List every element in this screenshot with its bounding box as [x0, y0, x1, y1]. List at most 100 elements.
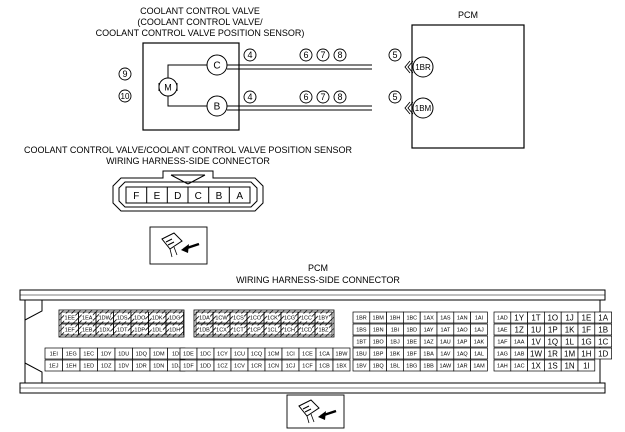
pcm-pin-label: 1AA: [514, 339, 525, 345]
pcm-pin-label: 1BM: [373, 315, 385, 321]
pcm-pin-label: 1P: [548, 325, 558, 334]
pcm-pin-cell: [594, 335, 612, 348]
pcm-pin-cell: [332, 347, 351, 360]
pcm-pin-label: 1G: [581, 337, 592, 346]
pcm-pin-label: 1CG: [284, 315, 295, 321]
pcm-pin-label: 1AF: [497, 339, 508, 345]
pcm-pin-label: 1Y: [514, 313, 524, 322]
pcm-pin-label: 1AG: [497, 351, 508, 357]
pcm-pin-label: 1BH: [390, 315, 401, 321]
pcm-pin-label: 1EG: [66, 351, 77, 357]
pcm-pin-label: 1DK: [152, 315, 163, 321]
pcm-pin-label-bg: [134, 325, 146, 334]
valve-connector-pin-c: C: [195, 191, 202, 202]
pcm-pin-label: 1AC: [514, 363, 525, 369]
pcm-pin-cell: [594, 311, 612, 324]
pcm-pin-label: 1EI: [50, 351, 59, 357]
pcm-pin-label: 1AZ: [424, 339, 435, 345]
valve-connector-pin-a: A: [236, 191, 243, 202]
pcm-pin-label: 1DE: [183, 351, 194, 357]
pcm-pin-label: 1CN: [268, 363, 279, 369]
pcm-pin-label: 1CK: [267, 315, 278, 321]
pcm-pin-label: 1X: [531, 361, 541, 370]
pcm-pin-label: 1AJ: [474, 327, 484, 333]
note-10: 10: [121, 92, 130, 101]
pcm-pin-label-bg: [232, 313, 245, 322]
pcm-pin-label: 1BU: [356, 351, 367, 357]
pcm-pin-label: 1AV: [440, 351, 450, 357]
pcm-pin-label: 1DG: [169, 315, 180, 321]
valve-connector-title-line-2: WIRING HARNESS-SIDE CONNECTOR: [106, 156, 270, 166]
pcm-pin-label-bg: [266, 325, 279, 334]
pcm-pin-label: 1U: [531, 325, 541, 334]
pcm-pin-label: 1F: [582, 325, 591, 334]
pcm-pin-label: 1AW: [440, 363, 453, 369]
pcm-connector-body: [19, 289, 606, 394]
pcm-pin-label: 1AI: [475, 315, 484, 321]
valve-pin-b-label: B: [214, 102, 221, 113]
pcm-pin-label: 1EC: [83, 351, 94, 357]
pcm-pin-label-bg: [116, 325, 128, 334]
wire-bottom: 4 6 7 8 5: [227, 90, 402, 111]
pcm-pin-label: 1BA: [423, 351, 434, 357]
pcm-connector-title-line-2: WIRING HARNESS-SIDE CONNECTOR: [236, 275, 400, 285]
pcm-pin-label: 1CR: [251, 363, 262, 369]
pcm-terminal-1bm-label: 1BM: [415, 104, 432, 113]
pcm-pin-label: 1AE: [497, 327, 508, 333]
valve-connector-pin-b: B: [216, 191, 223, 202]
pcm-pin-label: 1CP: [250, 327, 261, 333]
pcm-pin-label: 1CC: [301, 315, 312, 321]
pcm-pin-label: 1Z: [515, 325, 524, 334]
pcm-terminal-1bm: [412, 97, 434, 119]
motor-label: M: [164, 83, 172, 93]
valve-title-line-3: COOLANT CONTROL VALVE POSITION SENSOR): [96, 28, 305, 38]
pcm-pin-label: 1CM: [268, 351, 280, 357]
pcm-pin-label: 1AL: [474, 351, 484, 357]
pcm-pin-label: 1CD: [301, 327, 312, 333]
pcm-pin-label: 1DU: [118, 351, 129, 357]
pcm-pin-cell: [332, 359, 351, 372]
pcm-pin-label-bg: [169, 313, 181, 322]
pcm-pin-label-bg: [215, 313, 228, 322]
pcm-pin-label: 1AQ: [457, 351, 469, 357]
pcm-pin-label: 1A: [598, 313, 608, 322]
pcm-pin-label: 1CW: [215, 315, 228, 321]
pcm-pin-label-bg: [64, 313, 76, 322]
pcm-pin-label: 1I: [583, 361, 590, 370]
pcm-pin-label: 1BE: [407, 339, 418, 345]
pcm-pin-label: 1BD: [406, 327, 417, 333]
pcm-pin-label-bg: [134, 313, 146, 322]
pcm-pin-label: 1DT: [117, 327, 128, 333]
probe-icon: [286, 394, 345, 429]
pcm-pin-label: 1V: [531, 337, 541, 346]
pcm-pin-label: 1CV: [234, 363, 245, 369]
valve-connector: [112, 170, 264, 212]
pcm-pin-label: 1DD: [200, 363, 211, 369]
pcm-pin-label: 1CS: [233, 315, 244, 321]
pcm-pin-label: 1ED: [83, 363, 94, 369]
pcm-pin-label-bg: [232, 325, 245, 334]
pcm-pin-label-bg: [266, 313, 279, 322]
pcm-pin-label: 1CT: [233, 327, 244, 333]
pcm-pin-label: 1BZ: [318, 327, 329, 333]
pcm-pin-label: 1K: [565, 325, 575, 334]
motor-symbol: [158, 64, 207, 107]
pcm-pin-label: 1CZ: [217, 363, 228, 369]
pcm-pin-label-bg: [99, 325, 111, 334]
pcm-terminal-1br: [412, 56, 434, 78]
pcm-label: PCM: [458, 10, 478, 20]
pcm-pin-label: 1DX: [99, 327, 110, 333]
pcm-pin-label: 1DY: [101, 351, 112, 357]
valve-title-line-1: COOLANT CONTROL VALVE: [140, 6, 260, 16]
pcm-pin-label: 1CI: [286, 351, 295, 357]
pcm-pin-label: 1DP: [134, 327, 145, 333]
pcm-pin-label: 1L: [565, 337, 574, 346]
pcm-pin-label: 1BB: [423, 363, 434, 369]
pcm-pin-label: 1BR: [356, 315, 367, 321]
pcm-pin-label: 1J: [565, 313, 573, 322]
pcm-pin-label: 1BJ: [390, 339, 400, 345]
pcm-pin-label: 1CQ: [251, 351, 263, 357]
pcm-pin-label: 1AY: [424, 327, 434, 333]
pcm-pin-label-bg: [215, 325, 228, 334]
